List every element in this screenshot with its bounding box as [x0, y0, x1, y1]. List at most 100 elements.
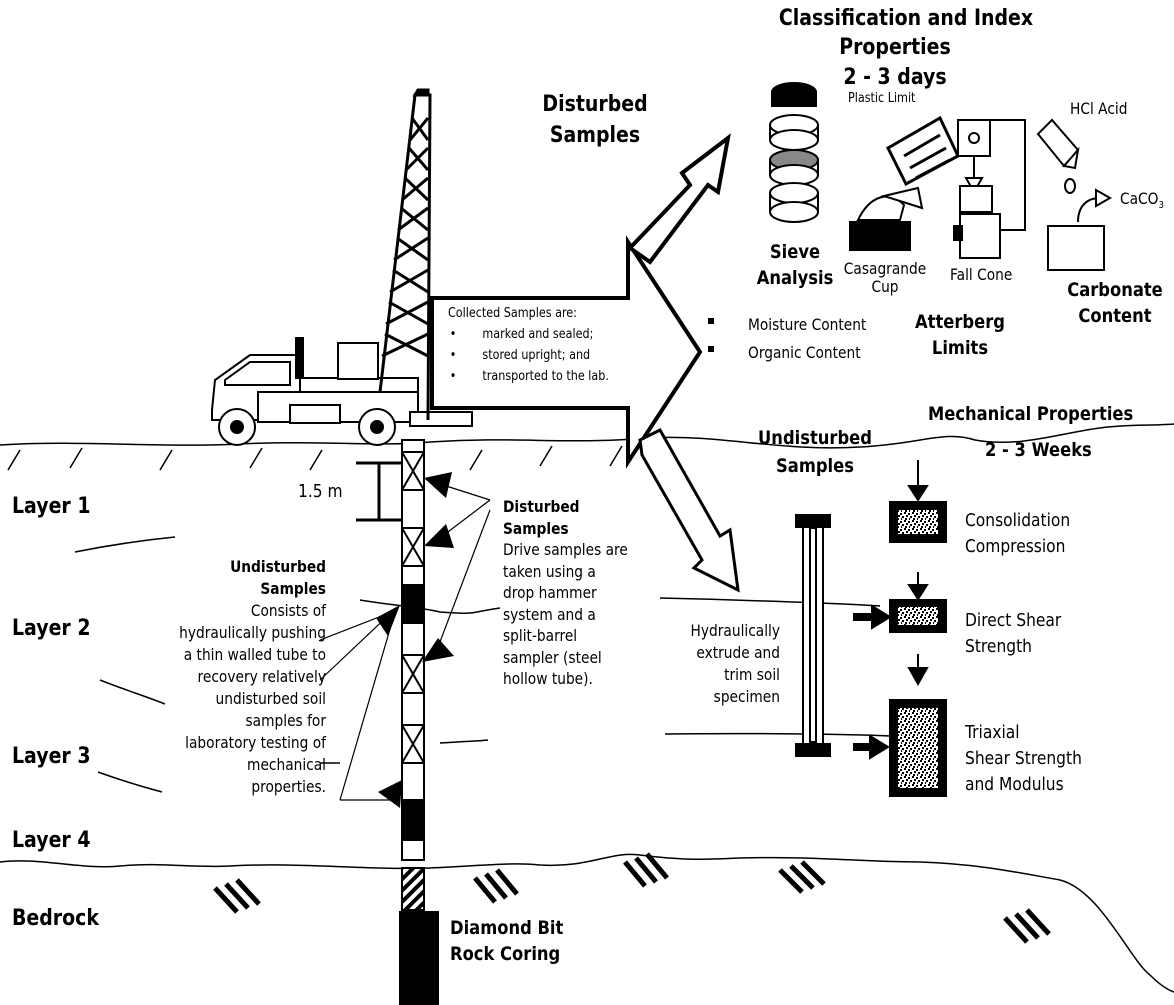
undisturbed-desc-line: properties. [251, 777, 326, 796]
sample-tube-icon [795, 514, 831, 757]
moisture-content-label: Moisture Content [748, 315, 867, 334]
disturbed-desc-line: Drive samples are [503, 540, 628, 559]
carbonate-line1: Carbonate [1067, 279, 1163, 301]
layer-2-label: Layer 2 [12, 616, 91, 641]
atterberg-limits-label: Atterberg Limits [908, 311, 1011, 360]
extrude-line: trim soil [724, 665, 780, 684]
disturbed-heading-line1: Disturbed [542, 92, 648, 117]
undisturbed-desc-line: recovery relatively [197, 667, 326, 686]
hcl-acid-label: HCl Acid [1070, 99, 1128, 118]
carbonate-line2: Content [1078, 304, 1152, 327]
undisturbed-desc-title1: Undisturbed [230, 557, 326, 576]
direct-shear-line1: Direct Shear [965, 610, 1062, 631]
undisturbed-desc-line: laboratory testing of [185, 733, 326, 752]
organic-bullet-icon [708, 346, 714, 352]
disturbed-desc-line: sampler (steel [503, 647, 602, 667]
caco3-subscript: 3 [1158, 200, 1164, 212]
diamond-line1: Diamond Bit [450, 917, 564, 939]
classification-title-line2: Properties [839, 35, 951, 61]
disturbed-desc-line: hollow tube). [503, 669, 593, 688]
disturbed-desc-line: system and a [503, 604, 596, 624]
layer-1-label: Layer 1 [12, 494, 91, 519]
collected-item: stored upright; and [448, 345, 620, 366]
classification-title-line1: Classification and Index [778, 6, 1034, 31]
disturbed-samples-heading: Disturbed Samples [539, 92, 651, 149]
consolidation-label: Consolidation Compression [965, 508, 1070, 560]
disturbed-desc-title2: Samples [503, 518, 569, 538]
undisturbed-desc-line: hydraulically pushing [179, 623, 326, 642]
spacing-dimension [356, 461, 402, 522]
extrude-specimen-label: Hydraulically extrude and trim soil spec… [660, 620, 780, 708]
caco3-label: CaCO3 [1120, 189, 1164, 212]
casagrande-cup-label: Casagrande Cup [838, 259, 933, 297]
borehole-column [399, 439, 439, 1005]
disturbed-samples-description: Disturbed Samples Drive samples are take… [503, 496, 628, 690]
atterberg-line2: Limits [931, 336, 989, 359]
layer-3-label: Layer 3 [12, 744, 91, 769]
extrude-line: extrude and [696, 643, 780, 662]
carbonate-content-label: Carbonate Content [1051, 279, 1174, 328]
triaxial-line2: Shear Strength [965, 748, 1082, 769]
classification-duration: 2 - 3 days [843, 64, 947, 90]
undisturbed-desc-line: Consists of [250, 601, 326, 620]
bedrock-hatch-marks [213, 852, 1051, 944]
direct-shear-line2: Strength [965, 636, 1032, 657]
triaxial-specimen-icon [853, 654, 947, 797]
undisturbed-desc-line: samples for [245, 711, 326, 730]
carbonate-box-icon [1047, 188, 1113, 271]
consolidation-specimen-icon [889, 460, 947, 543]
disturbed-branch-arrow [626, 133, 731, 265]
sieve-stack-icon [769, 82, 819, 223]
consolidation-line1: Consolidation [965, 510, 1071, 531]
casagrande-cup-icon [849, 186, 924, 251]
undisturbed-heading-line2: Samples [776, 454, 854, 477]
disturbed-desc-title1: Disturbed [503, 497, 580, 516]
triaxial-line3: and Modulus [965, 774, 1064, 795]
undisturbed-desc-line: undisturbed soil [215, 689, 326, 708]
disturbed-heading-line2: Samples [549, 123, 641, 149]
sieve-line1: Sieve [769, 241, 821, 263]
layer-4-label: Layer 4 [12, 828, 91, 853]
fall-cone-icon [953, 119, 1026, 259]
consolidation-line2: Compression [965, 536, 1066, 557]
undisturbed-arrowheads [376, 605, 402, 808]
sieve-analysis-label: Sieve Analysis [752, 241, 838, 290]
atterberg-line1: Atterberg [915, 311, 1005, 333]
spacing-label: 1.5 m [298, 481, 343, 502]
disturbed-desc-line: split-barrel [503, 626, 578, 645]
mechanical-duration: 2 - 3 Weeks [985, 439, 1092, 461]
bedrock-label: Bedrock [12, 906, 99, 931]
disturbed-arrowheads [422, 472, 454, 662]
extrude-line: specimen [713, 687, 780, 706]
collected-samples-note: Collected Samples are: marked and sealed… [448, 304, 620, 387]
undisturbed-desc-line: a thin walled tube to [183, 645, 326, 664]
plastic-limit-plate-icon [886, 115, 960, 187]
direct-shear-label: Direct Shear Strength [965, 608, 1061, 660]
disturbed-desc-line: drop hammer [503, 583, 597, 602]
direct-shear-specimen-icon [853, 572, 947, 633]
mechanical-properties-title: Mechanical Properties [928, 403, 1134, 425]
bedrock-surface [0, 853, 1174, 993]
collected-list: marked and sealed; stored upright; and t… [448, 324, 620, 387]
undisturbed-desc-line: mechanical [247, 755, 326, 774]
moisture-bullet-icon [708, 318, 714, 324]
undisturbed-heading-line1: Undisturbed [758, 427, 872, 449]
casagrande-line2: Cup [871, 277, 899, 297]
classification-title: Classification and Index Properties 2 - … [778, 6, 1034, 90]
collected-item: marked and sealed; [448, 324, 620, 345]
extrude-line: Hydraulically [690, 621, 780, 640]
diamond-line2: Rock Coring [450, 943, 561, 965]
undisturbed-samples-description: Undisturbed Samples Consists of hydrauli… [149, 556, 326, 798]
diamond-bit-label: Diamond Bit Rock Coring [450, 915, 563, 967]
disturbed-pointers [434, 483, 491, 656]
plastic-limit-label: Plastic Limit [848, 91, 916, 106]
layer-boundaries [74, 536, 891, 793]
undisturbed-samples-heading: Undisturbed Samples [742, 427, 888, 478]
disturbed-desc-line: taken using a [503, 561, 596, 581]
hcl-dropper-icon [1036, 118, 1080, 194]
undisturbed-branch-arrow [638, 428, 740, 593]
triaxial-label: Triaxial Shear Strength and Modulus [965, 720, 1082, 798]
collected-item: transported to the lab. [448, 366, 620, 387]
drill-truck [211, 337, 473, 446]
collected-heading: Collected Samples are: [448, 306, 577, 321]
